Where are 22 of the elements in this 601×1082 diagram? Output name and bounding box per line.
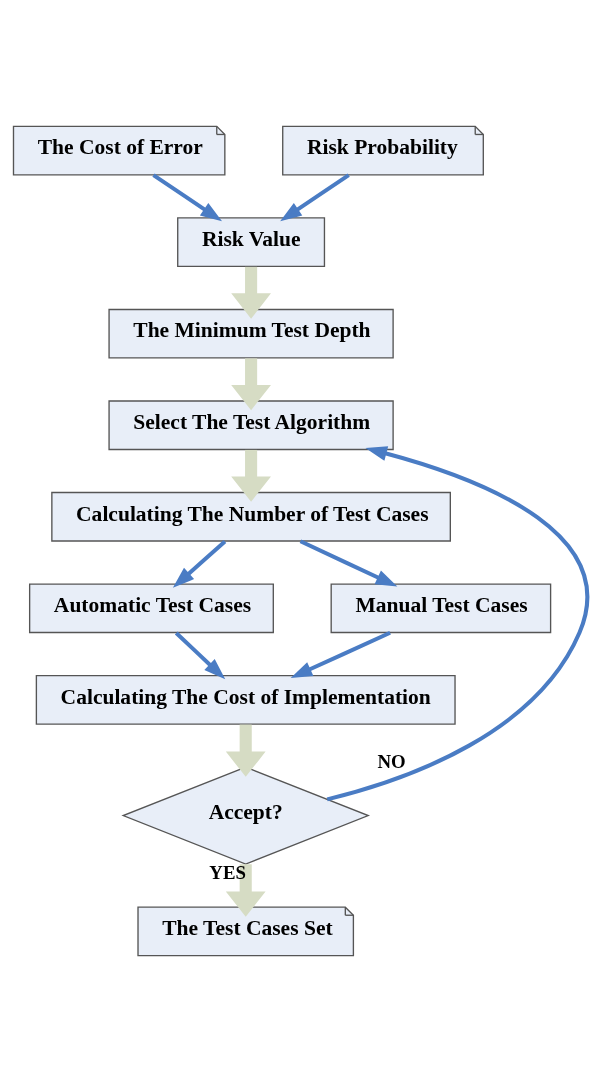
node-box: Calculating The Number of Test Cases xyxy=(51,491,451,542)
arrow xyxy=(280,173,350,222)
arrow xyxy=(225,724,266,777)
edge-label: NO xyxy=(377,751,406,773)
node-box: Calculating The Cost of Implementation xyxy=(35,674,456,725)
arrow xyxy=(326,446,589,802)
edge-label: YES xyxy=(209,862,246,884)
node-diamond: Accept? xyxy=(121,766,371,865)
arrow xyxy=(174,631,226,680)
arrow xyxy=(152,173,223,222)
arrow xyxy=(299,539,398,587)
arrow xyxy=(172,539,227,588)
node-box: Risk Value xyxy=(177,217,326,268)
node-box: Manual Test Cases xyxy=(330,583,552,634)
node-box: Select The Test Algorithm xyxy=(108,400,394,451)
arrow xyxy=(231,358,271,411)
node-box: Automatic Test Cases xyxy=(28,583,274,634)
arrow xyxy=(231,266,271,319)
node-box: The Minimum Test Depth xyxy=(108,308,394,359)
arrow xyxy=(225,864,266,917)
arrow xyxy=(231,449,271,502)
arrow xyxy=(290,630,391,679)
